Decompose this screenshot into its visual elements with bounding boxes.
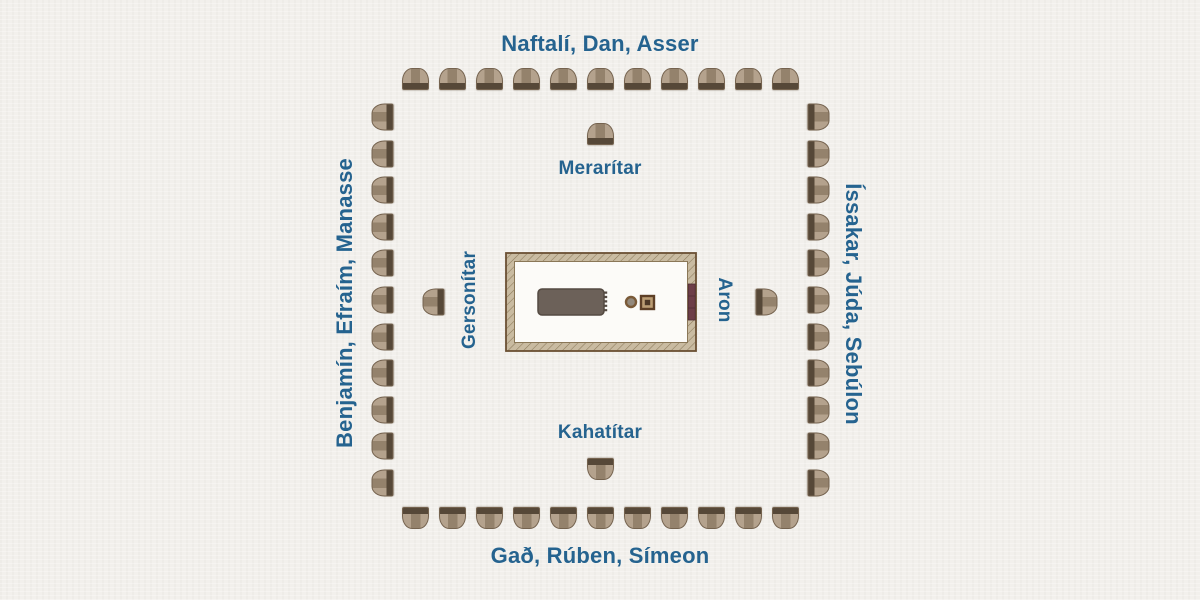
tent-north-row xyxy=(512,68,540,90)
tent-east-column xyxy=(807,249,829,277)
tent-west-column xyxy=(371,469,393,497)
tabernacle-entrance-pillars xyxy=(604,291,608,312)
tent-east-column xyxy=(807,213,829,241)
tent-north-row xyxy=(549,68,577,90)
tent-west-column xyxy=(371,286,393,314)
tent-east-column xyxy=(807,286,829,314)
tent-north-row xyxy=(623,68,651,90)
label-levites-north: Merarítar xyxy=(558,158,642,179)
tent-south-row xyxy=(512,507,540,529)
label-levites-south: Kahatítar xyxy=(557,422,643,443)
tent-east-column xyxy=(807,140,829,168)
tent-north-row xyxy=(401,68,429,90)
tent-east-column xyxy=(807,176,829,204)
tent-west-column xyxy=(371,249,393,277)
levite-tent-south xyxy=(586,458,614,480)
tent-north-row xyxy=(734,68,762,90)
tent-north-row xyxy=(697,68,725,90)
tent-west-column xyxy=(371,176,393,204)
tent-east-column xyxy=(807,103,829,131)
tent-north-row xyxy=(475,68,503,90)
tent-west-column xyxy=(371,396,393,424)
tent-east-column xyxy=(807,359,829,387)
courtyard-entrance xyxy=(687,283,696,321)
tent-west-column xyxy=(371,359,393,387)
tent-north-row xyxy=(438,68,466,90)
tent-east-column xyxy=(807,396,829,424)
tent-south-row xyxy=(438,507,466,529)
tent-north-row xyxy=(586,68,614,90)
tabernacle-tent xyxy=(537,288,608,316)
tent-south-row xyxy=(549,507,577,529)
label-levites-east: Aron xyxy=(714,277,735,323)
label-tribes-south: Gað, Rúben, Símeon xyxy=(490,543,710,568)
tent-west-column xyxy=(371,213,393,241)
tent-north-row xyxy=(771,68,799,90)
altar xyxy=(639,294,656,311)
tent-north-row xyxy=(660,68,688,90)
tent-south-row xyxy=(401,507,429,529)
tent-west-column xyxy=(371,103,393,131)
tent-east-column xyxy=(807,469,829,497)
levite-tent-east xyxy=(755,288,777,316)
label-tribes-north: Naftalí, Dan, Asser xyxy=(501,31,699,56)
label-tribes-west: Benjamín, Efraím, Manasse xyxy=(332,158,357,448)
tent-south-row xyxy=(697,507,725,529)
tent-south-row xyxy=(623,507,651,529)
tent-west-column xyxy=(371,432,393,460)
label-levites-west: Gersonítar xyxy=(459,250,480,350)
tent-west-column xyxy=(371,140,393,168)
tabernacle-courtyard xyxy=(505,252,697,352)
tent-east-column xyxy=(807,432,829,460)
tent-south-row xyxy=(734,507,762,529)
tent-south-row xyxy=(586,507,614,529)
levite-tent-north xyxy=(586,123,614,145)
label-tribes-east: Íssakar, Júda, Sebúlon xyxy=(841,183,866,425)
tent-south-row xyxy=(771,507,799,529)
tent-west-column xyxy=(371,323,393,351)
tent-south-row xyxy=(475,507,503,529)
levite-tent-west xyxy=(422,288,444,316)
tent-south-row xyxy=(660,507,688,529)
copper-basin xyxy=(624,295,638,309)
tent-east-column xyxy=(807,323,829,351)
